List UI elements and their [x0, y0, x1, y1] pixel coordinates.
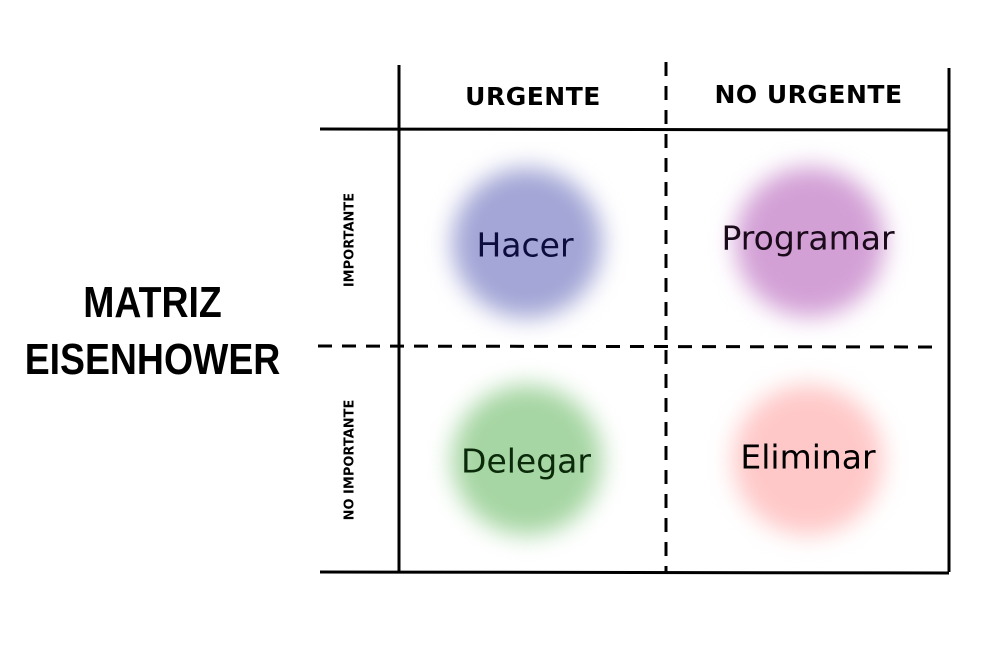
column-header-not-urgent: NO URGENTE [714, 80, 903, 109]
title-line-2: EISENHOWER [24, 335, 281, 384]
quadrant-schedule-highlight [735, 167, 885, 317]
quadrant-label-eliminate: Eliminar [740, 437, 876, 477]
column-header-urgent: URGENTE [465, 82, 601, 111]
quadrant-label-do: Hacer [476, 225, 574, 265]
quadrant-label-delegate: Delegar [461, 441, 591, 481]
row-header-important: IMPORTANTE [342, 192, 358, 288]
quadrant-delegate-highlight [452, 385, 602, 535]
grid-line-bottom [319, 570, 950, 575]
quadrant-label-schedule: Programar [721, 218, 895, 258]
grid-line-header [319, 127, 950, 132]
title-line-1: MATRIZ [83, 278, 222, 327]
row-header-not-important: NO IMPORTANTE [342, 399, 358, 521]
quadrant-eliminate-highlight [733, 385, 883, 535]
divider-horizontal-dashed [317, 344, 943, 349]
quadrant-do-highlight [452, 168, 602, 318]
